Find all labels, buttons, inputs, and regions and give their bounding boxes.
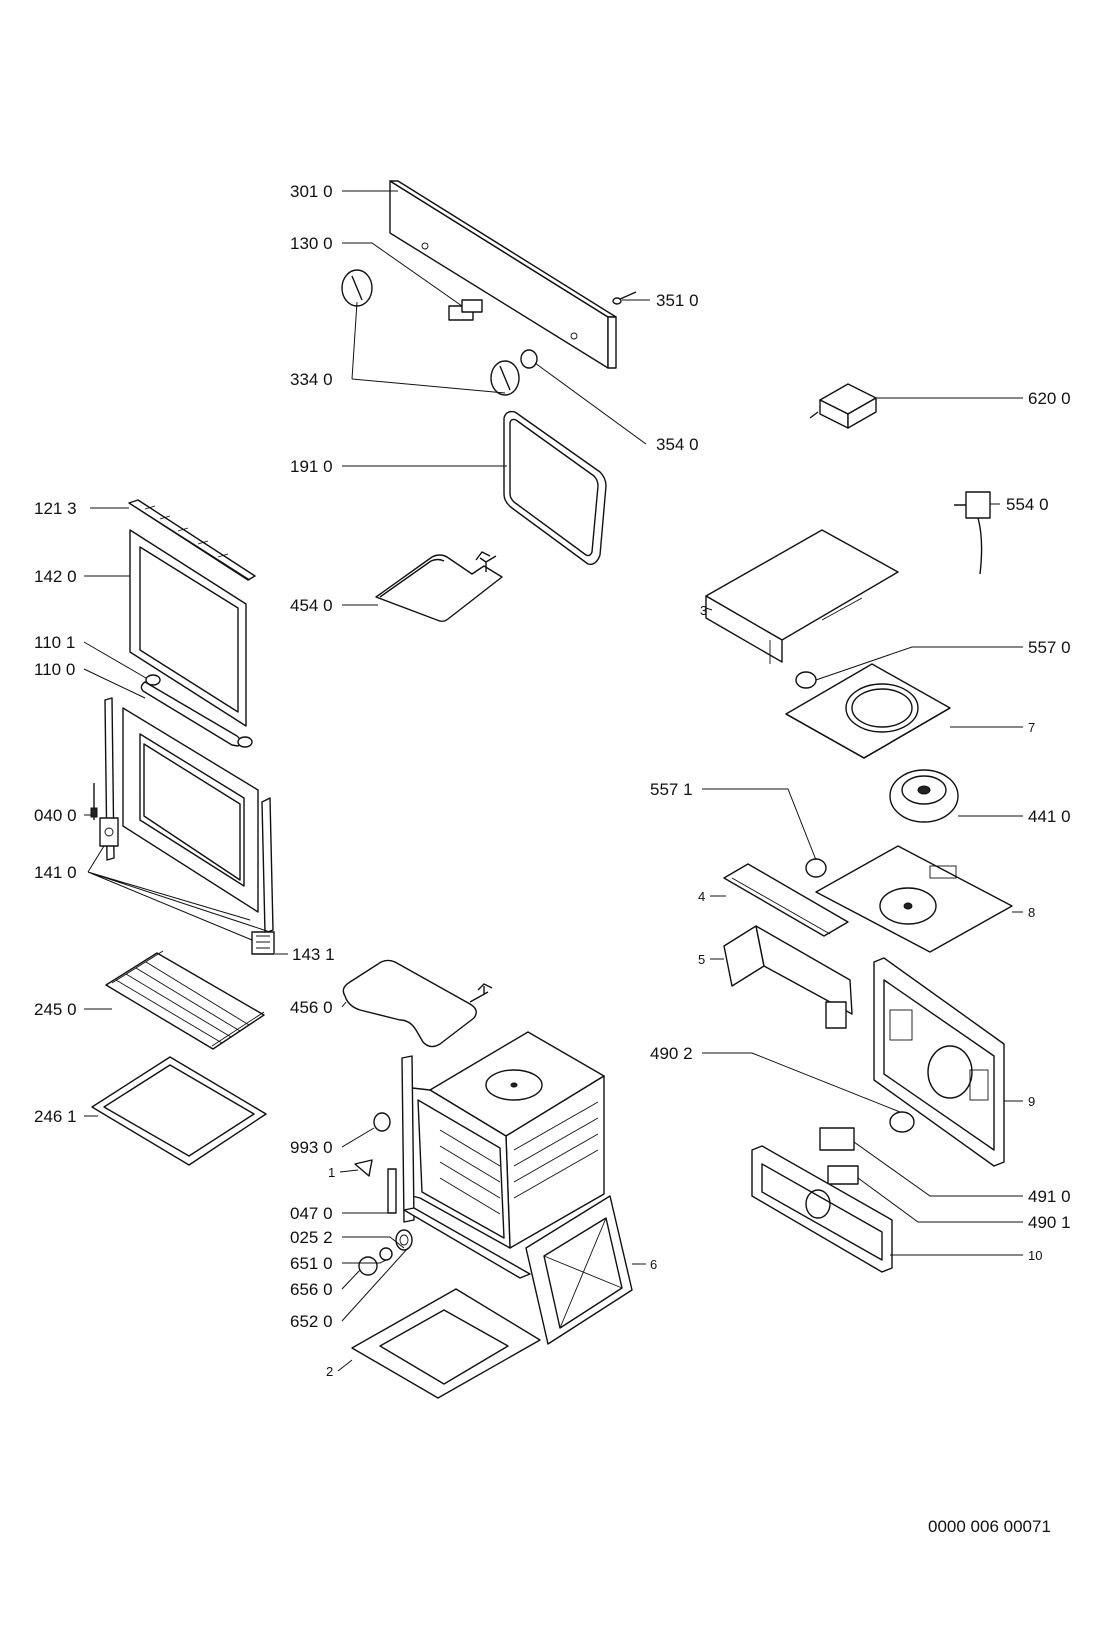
label-620-0: 620 0	[1028, 389, 1071, 408]
label-8: 8	[1028, 905, 1035, 920]
bracket-5	[723, 925, 853, 1029]
label-557-0: 557 0	[1028, 638, 1071, 657]
selector-switch-620-0	[809, 383, 877, 429]
label-456-0: 456 0	[290, 998, 333, 1017]
door-gasket-191-0	[503, 410, 607, 565]
lamp-glass-652-0	[395, 1229, 413, 1251]
fan-cover-7	[785, 663, 951, 759]
label-490-2: 490 2	[650, 1044, 693, 1063]
label-110-1: 110 1	[34, 633, 75, 652]
door-hinge-040-0	[90, 783, 98, 820]
door-inner-frame	[122, 707, 259, 913]
lamp-351-0	[612, 291, 637, 305]
label-5: 5	[698, 952, 705, 967]
fan-plate-8	[815, 845, 1013, 953]
top-cover-3	[705, 529, 899, 664]
label-490-1: 490 1	[1028, 1213, 1071, 1232]
label-334-0: 334 0	[290, 370, 333, 389]
baking-tray-246-1	[91, 1056, 267, 1166]
label-301-0: 301 0	[290, 182, 333, 201]
label-656-0: 656 0	[290, 1280, 333, 1299]
label-7: 7	[1028, 720, 1035, 735]
control-panel-301-0	[389, 180, 617, 369]
label-6: 6	[650, 1257, 657, 1272]
hinge-143-1	[251, 931, 275, 955]
label-040-0: 040 0	[34, 806, 77, 825]
label-454-0: 454 0	[290, 596, 333, 615]
door-outer-glass-142-0	[129, 529, 247, 727]
label-142-0: 142 0	[34, 567, 77, 586]
connector-490-1	[827, 1165, 859, 1185]
knob-334-0-top	[341, 269, 373, 307]
label-491-0: 491 0	[1028, 1187, 1071, 1206]
lamp-cover-490-2	[889, 1111, 915, 1133]
safety-thermostat-557-1	[805, 858, 827, 878]
label-110-0: 110 0	[34, 660, 75, 679]
screw-651-0	[379, 1247, 393, 1261]
label-9: 9	[1028, 1094, 1035, 1109]
safety-thermostat-557-0	[795, 671, 817, 689]
wire-shelf-245-0	[105, 950, 265, 1050]
label-651-0: 651 0	[290, 1254, 333, 1273]
label-441-0: 441 0	[1028, 807, 1071, 826]
terminal-block-491-0	[819, 1127, 855, 1151]
bracket-047-0	[387, 1168, 397, 1214]
label-4: 4	[698, 889, 705, 904]
thermostat-554-0	[954, 491, 991, 575]
lamp-cover-993-0	[373, 1112, 391, 1132]
label-2: 2	[326, 1364, 333, 1379]
heating-element-456-0	[342, 959, 493, 1048]
shaft-354-0	[520, 349, 538, 369]
label-121-3: 121 3	[34, 499, 77, 518]
side-panel-6	[525, 1195, 633, 1345]
label-1: 1	[328, 1165, 335, 1180]
back-panel-9	[873, 957, 1005, 1167]
label-047-0: 047 0	[290, 1204, 333, 1223]
fan-motor-441-0	[889, 769, 959, 823]
footer-code: 0000 006 00071	[928, 1517, 1051, 1536]
label-652-0: 652 0	[290, 1312, 333, 1331]
label-130-0: 130 0	[290, 234, 333, 253]
label-141-0: 141 0	[34, 863, 77, 882]
hinge-cover-110-1	[145, 674, 161, 686]
label-557-1: 557 1	[650, 780, 693, 799]
heating-element-454-0	[375, 551, 503, 622]
label-554-0: 554 0	[1006, 495, 1049, 514]
door-hinge-block-141-0	[99, 817, 119, 847]
door-handle-110-0	[140, 681, 253, 748]
label-351-0: 351 0	[656, 291, 699, 310]
knob-334-0-bottom	[490, 360, 520, 396]
channel-4	[723, 863, 849, 937]
leader-lines	[83, 190, 1023, 1372]
bracket-130-0	[448, 299, 483, 321]
label-191-0: 191 0	[290, 457, 333, 476]
lamp-socket-656-0	[358, 1256, 378, 1276]
label-354-0: 354 0	[656, 435, 699, 454]
label-143-1: 143 1	[292, 945, 335, 964]
part-labels: 301 0 130 0 351 0 334 0 354 0 620 0 191 …	[34, 182, 1071, 1379]
oven-cavity	[401, 1031, 605, 1279]
rear-panel-10	[751, 1145, 893, 1273]
label-246-1: 246 1	[34, 1107, 77, 1126]
label-10: 10	[1028, 1248, 1042, 1263]
door-top-trim-121-3	[128, 499, 256, 581]
label-025-2: 025 2	[290, 1228, 333, 1247]
label-245-0: 245 0	[34, 1000, 77, 1019]
clip-1	[354, 1159, 373, 1177]
label-993-0: 993 0	[290, 1138, 333, 1157]
bottom-panel-2	[351, 1288, 541, 1399]
label-3: 3	[700, 603, 707, 618]
door-side-rail-right	[261, 797, 274, 934]
